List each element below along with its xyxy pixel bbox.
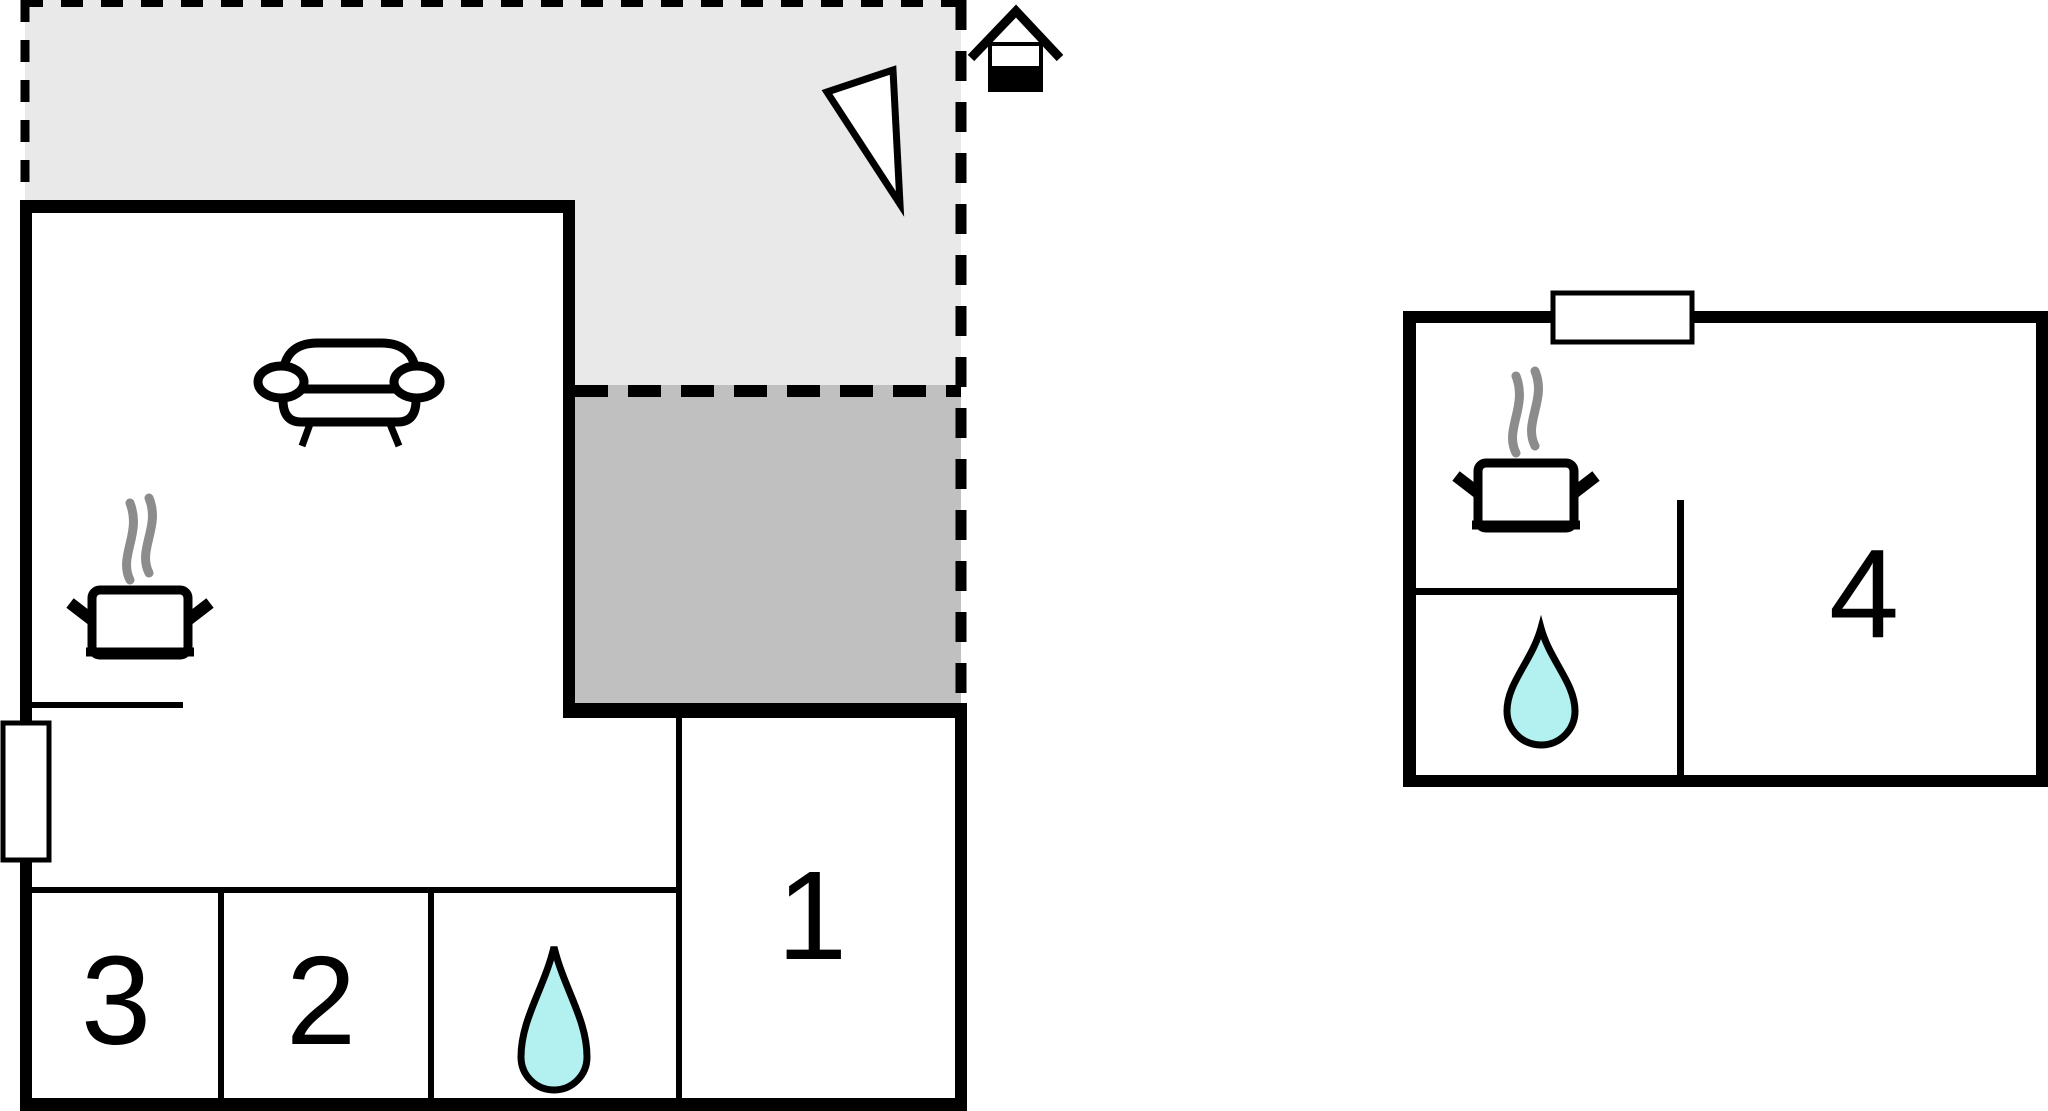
window-marker-main [0,720,52,863]
room-3-label: 3 [81,930,151,1071]
annex-wall-room4 [1677,500,1684,775]
main-wall-top [20,200,575,213]
sofa-icon [253,338,445,448]
patio-area [569,385,961,710]
annex-wall-kitchen-shower [1416,588,1684,595]
annex-wall-bottom [1403,775,2048,787]
main-wall-right-lower [955,703,967,1111]
annex-floor [1403,311,2048,787]
water-drop-icon-annex [1503,614,1579,749]
wall-room3-room2 [218,893,224,1098]
main-wall-mid [563,703,967,718]
annex-wall-top [1403,311,2048,323]
bedrooms-wall-top [32,887,682,893]
kitchen-counter-line [32,702,183,708]
house-icon [967,4,1064,92]
water-drop-icon-main [517,946,591,1094]
annex-wall-left [1403,311,1416,787]
main-wall-right-upper [563,200,575,718]
room-2-label: 2 [286,930,356,1071]
room-4-label: 4 [1829,523,1899,664]
main-building-floor [20,200,967,1111]
north-arrow-icon [821,65,905,217]
wall-room2-shower [428,893,434,1098]
annex-wall-right [2036,311,2048,787]
window-marker-annex [1550,290,1695,345]
main-wall-bottom [20,1098,967,1111]
room-1-label: 1 [777,845,847,986]
main-wall-left [20,200,32,1111]
room1-wall-left [676,711,682,1104]
